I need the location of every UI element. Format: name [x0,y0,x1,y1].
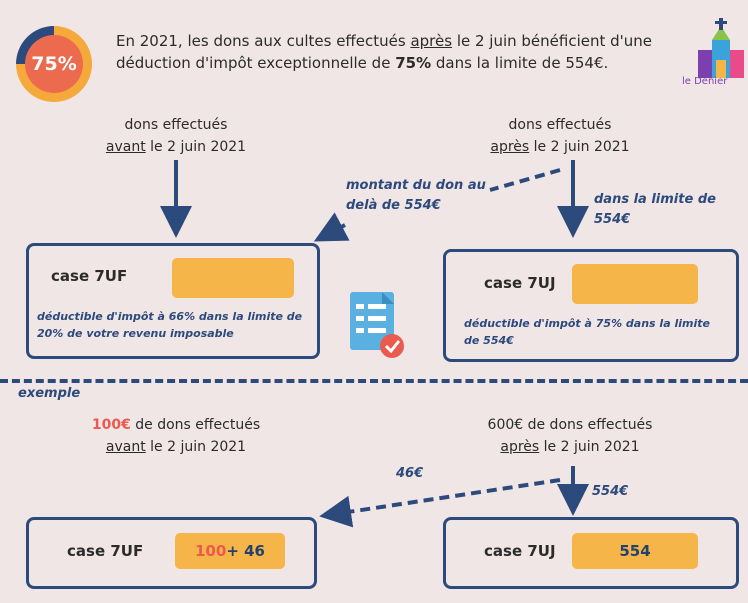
example-7uf-label: case 7UF [67,542,144,560]
annotation-within-limit: dans la limite de 554€ [594,192,716,227]
intro-text: En 2021, les dons aux cultes effectués a… [116,32,653,72]
top-right-caption: dons effectués après le 2 juin 2021 [490,117,630,155]
example-right-caption: 600€ de dons effectués après le 2 juin 2… [487,417,653,455]
case-7uj-label: case 7UJ [484,274,556,292]
case-7uj-note: déductible d'impôt à 75% dans la limite … [464,317,710,347]
percent-badge: 75% [16,26,92,102]
arrow-over-limit [313,212,350,242]
case-7uf-label: case 7UF [51,267,128,285]
example-annotation-554: 554€ [592,484,629,499]
checklist-icon [350,292,404,358]
example-annotation-46: 46€ [396,466,424,481]
logo-text: le Denier [682,76,728,87]
section-divider [0,379,748,383]
example-left-caption: 100€ de dons effectués avant le 2 juin 2… [91,417,261,455]
example-box-7uf: case 7UF 100 + 46 [26,517,317,589]
top-left-caption: dons effectués avant le 2 juin 2021 [105,117,247,155]
box-case-7uf: case 7UF déductible d'impôt à 66% dans l… [26,243,320,359]
box-case-7uj: case 7UJ déductible d'impôt à 75% dans l… [443,249,739,362]
example-7uj-field: 554 [572,533,698,569]
example-7uf-field: 100 + 46 [175,533,285,569]
example-label: exemple [18,386,81,401]
case-7uf-note: déductible d'impôt à 66% dans la limite … [37,310,303,340]
example-box-7uj: case 7UJ 554 [443,517,739,589]
church-logo-icon [698,18,744,78]
dash-upper [489,168,561,192]
annotation-over-limit: montant du don au delà de 554€ [346,178,486,213]
arrow-bottom-to-left [319,478,561,528]
percent-badge-label: 75% [25,35,83,93]
case-7uj-field [572,264,698,304]
example-7uj-label: case 7UJ [484,542,556,560]
case-7uf-field [172,258,294,298]
